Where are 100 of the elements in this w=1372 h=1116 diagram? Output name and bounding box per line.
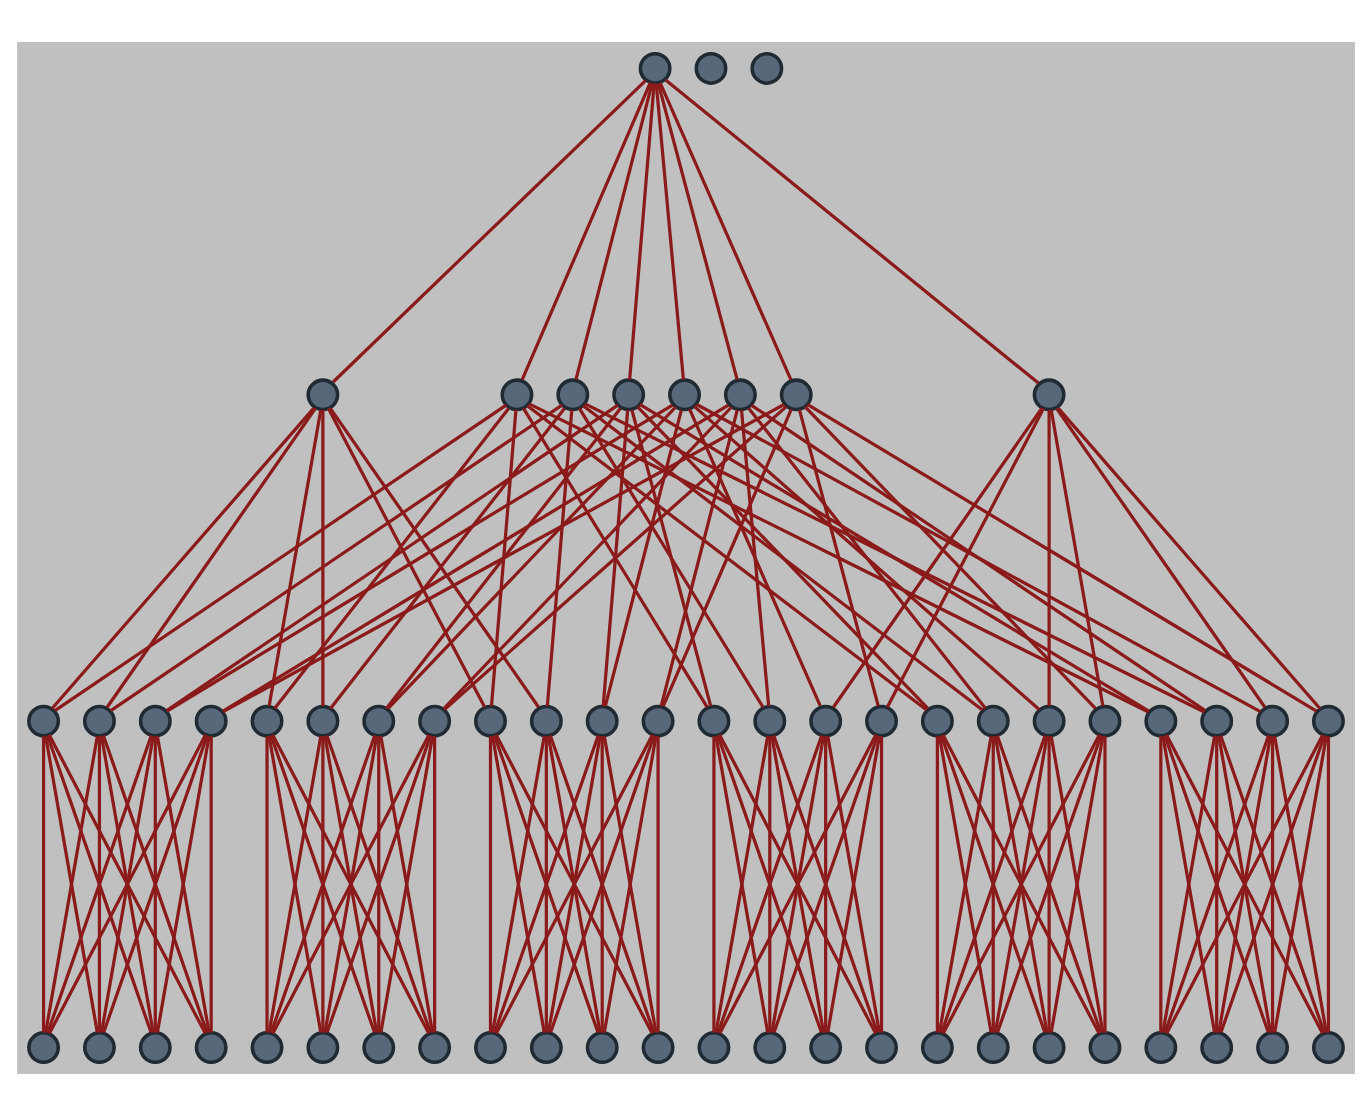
node-circle [250, 704, 284, 738]
node-circle [750, 52, 784, 85]
connector [153, 736, 157, 1033]
connector [770, 736, 826, 1033]
connector [1047, 409, 1051, 707]
node-circle [1032, 378, 1066, 412]
connector [826, 736, 881, 1033]
connector [584, 402, 1205, 714]
connector [332, 79, 647, 384]
connector [385, 407, 622, 710]
connector [630, 409, 713, 707]
connector [806, 403, 1318, 713]
node-circle [1256, 704, 1290, 738]
node-circle [1200, 1031, 1234, 1064]
connector [600, 736, 604, 1033]
node-circle [27, 1031, 61, 1064]
connector [1049, 736, 1105, 1033]
connector [602, 736, 658, 1033]
connector [1159, 736, 1163, 1033]
connector [44, 736, 99, 1033]
connector [377, 736, 381, 1033]
node-circle [920, 1031, 954, 1064]
node-circle [809, 1031, 843, 1064]
node-circle [1144, 1031, 1178, 1064]
connector [941, 734, 1101, 1035]
node-circle [1088, 1031, 1122, 1064]
connector [768, 736, 772, 1033]
connector [696, 403, 1262, 713]
connector [209, 736, 213, 1033]
connector [993, 736, 1049, 1033]
connector [528, 402, 1150, 714]
connector [1165, 734, 1325, 1035]
connector [804, 405, 1097, 710]
connector [433, 736, 437, 1033]
connector [443, 405, 788, 711]
connector [688, 408, 822, 707]
node-circle [194, 704, 228, 738]
connector [1057, 407, 1322, 710]
node-circle [474, 1031, 507, 1064]
node-circle [529, 1031, 563, 1064]
node-circle [1311, 704, 1345, 738]
node-circle [474, 704, 507, 738]
node-circle [641, 704, 675, 738]
connector [1161, 736, 1217, 1033]
connector [379, 736, 435, 1033]
node-circle [865, 1031, 898, 1064]
node-circle [556, 378, 590, 412]
node-circle [362, 704, 396, 738]
node-circle [976, 1031, 1010, 1064]
connector [582, 404, 984, 712]
node-circle [976, 704, 1010, 738]
node-circle [27, 704, 61, 738]
node-circle [1032, 1031, 1066, 1064]
connector [654, 83, 685, 380]
connector [1273, 736, 1328, 1033]
connector [109, 403, 563, 712]
connector [578, 407, 765, 709]
connector [1103, 736, 1107, 1033]
connector [46, 735, 153, 1033]
node-circle [779, 378, 813, 412]
connector [267, 409, 323, 707]
node-circle [1200, 704, 1234, 738]
node-circle [362, 1031, 396, 1064]
connector [601, 409, 630, 707]
node-circle [138, 1031, 172, 1064]
connector [488, 736, 493, 1033]
node-circle [1144, 704, 1178, 738]
connector [638, 403, 1150, 713]
connector [656, 83, 739, 381]
connector [265, 736, 269, 1033]
node-circle [1088, 704, 1122, 738]
connector [1049, 409, 1105, 707]
node-circle [194, 1031, 228, 1064]
node-circle [753, 1031, 787, 1064]
connector [99, 736, 155, 1033]
connector [442, 405, 733, 710]
node-circle [82, 704, 116, 738]
connector [714, 736, 770, 1033]
node-circle [697, 1031, 731, 1064]
node-circle [1032, 704, 1066, 738]
node-circle [753, 704, 787, 738]
connector [879, 736, 884, 1033]
connector [1055, 407, 1267, 709]
connector [267, 736, 323, 1033]
connector [273, 407, 510, 710]
connector [41, 736, 46, 1033]
node-circle [697, 704, 731, 738]
connector [747, 407, 987, 710]
node-circle [418, 1031, 452, 1064]
node-circle [250, 1031, 284, 1064]
connector [832, 407, 1043, 709]
connector [797, 409, 880, 707]
connector [991, 736, 995, 1033]
connector [603, 409, 683, 707]
connector [546, 736, 602, 1033]
connector [739, 409, 771, 707]
node-circle [865, 704, 898, 738]
connector [636, 405, 929, 710]
node-circle [668, 378, 701, 412]
connector [658, 82, 793, 381]
